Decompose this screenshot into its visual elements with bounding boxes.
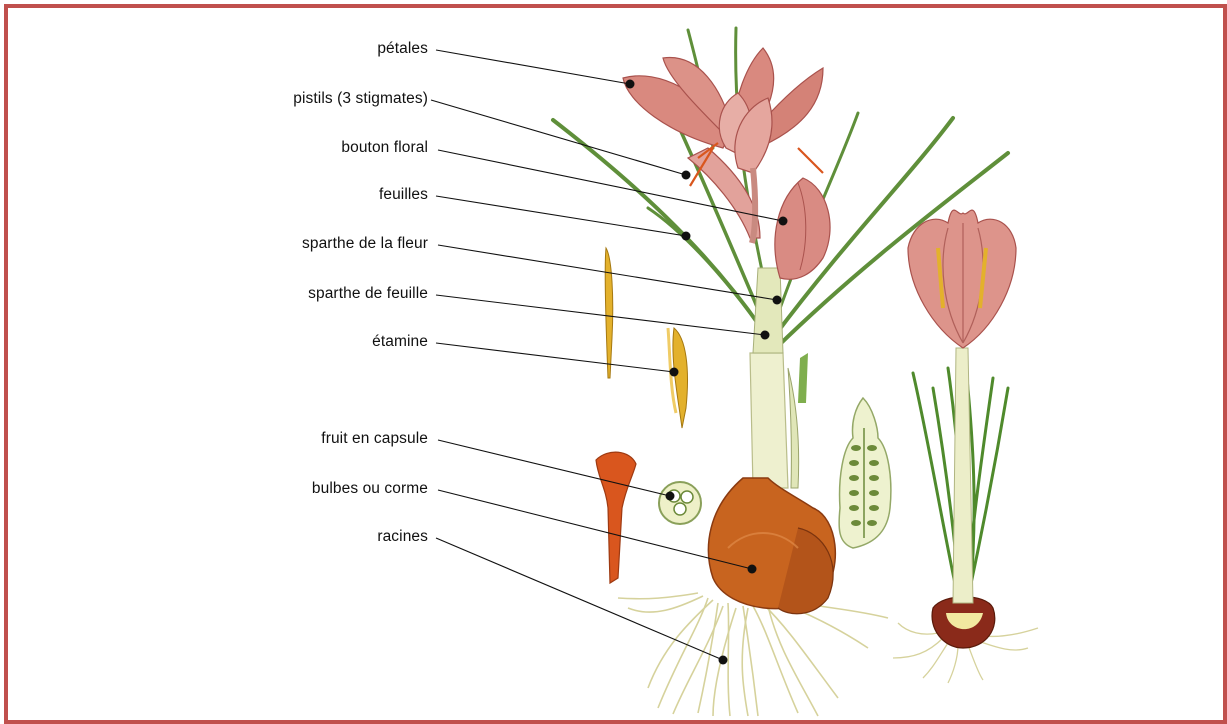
labels-column: pétales pistils (3 stigmates) bouton flo…: [8, 8, 428, 720]
label-racines: racines: [377, 528, 428, 546]
bulb-corm: [708, 478, 835, 614]
capsule-longitudinal-section: [839, 398, 891, 548]
stigma-detail: [596, 452, 636, 583]
label-bulbes-corme: bulbes ou corme: [312, 480, 428, 498]
label-bouton-floral: bouton floral: [341, 139, 428, 157]
diagram-frame: pétales pistils (3 stigmates) bouton flo…: [4, 4, 1227, 724]
label-petales: pétales: [377, 40, 428, 58]
label-feuilles: feuilles: [379, 186, 428, 204]
capsule-cross-section: [659, 482, 701, 524]
flower-bud: [775, 178, 830, 279]
label-sparthe-fleur: sparthe de la fleur: [302, 235, 428, 253]
label-pistils: pistils (3 stigmates): [293, 90, 428, 108]
whole-plant-small: [893, 210, 1038, 683]
label-sparthe-feuille: sparthe de feuille: [308, 285, 428, 303]
stamen-details: [605, 248, 687, 428]
label-etamine: étamine: [372, 333, 428, 351]
label-fruit-capsule: fruit en capsule: [321, 430, 428, 448]
roots: [618, 593, 888, 716]
